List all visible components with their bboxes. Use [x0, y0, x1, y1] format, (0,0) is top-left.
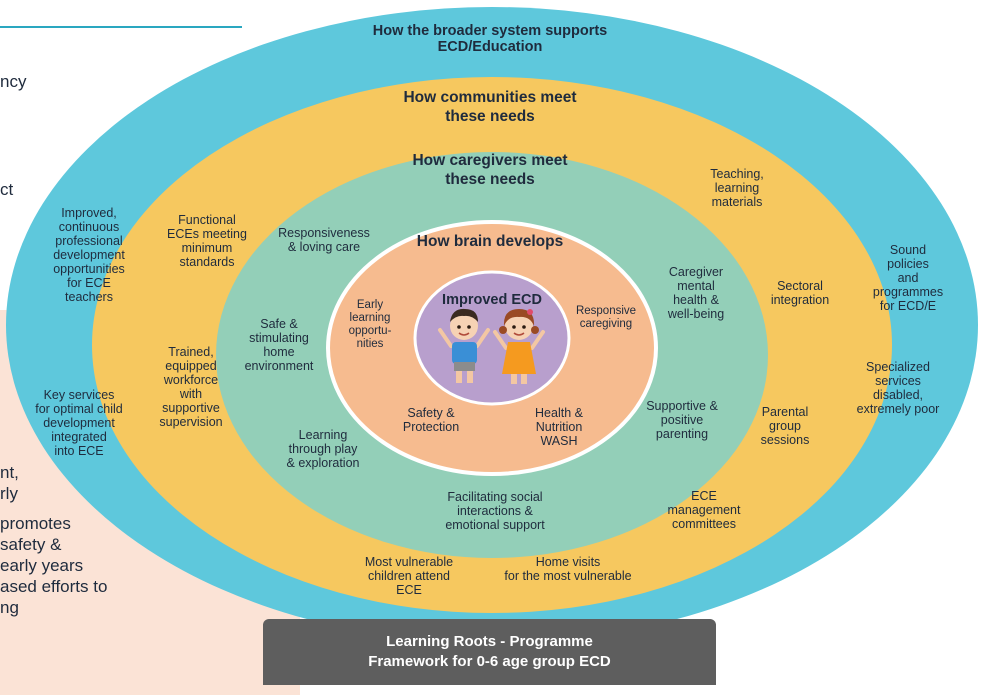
- outer-item-specialized-services: Specialized services disabled, extremely…: [856, 360, 940, 416]
- caregiver-item-safe-home: Safe & stimulating home environment: [244, 317, 314, 373]
- caregiver-item-social-interactions: Facilitating social interactions & emoti…: [445, 490, 545, 532]
- left-text-fragment: ct: [0, 180, 14, 199]
- brain-item-health-nutrition: Health & Nutrition WASH: [535, 406, 583, 448]
- left-text-fragment: nt,: [0, 463, 19, 482]
- left-text-fragment: rly: [0, 484, 18, 503]
- footer-line-1: Learning Roots - Programme: [386, 633, 593, 650]
- brain-item-safety-protection: Safety & Protection: [402, 406, 460, 434]
- community-item-home-visits: Home visits for the most vulnerable: [504, 555, 632, 583]
- brain-item-responsive-caregiving: Responsive caregiving: [575, 305, 637, 330]
- footer-caption-box: Learning Roots - Programme Framework for…: [263, 619, 716, 685]
- outer-item-professional-development: Improved, continuous professional develo…: [53, 206, 125, 304]
- brain-ring-title: How brain develops: [416, 233, 564, 250]
- footer-line-2: Framework for 0-6 age group ECD: [368, 653, 611, 670]
- brain-item-early-learning: Early learning opportu- nities: [348, 299, 392, 350]
- left-text-fragment: ncy: [0, 72, 27, 91]
- left-text-fragment: ng: [0, 598, 19, 617]
- community-item-teaching-materials: Teaching, learning materials: [710, 167, 764, 209]
- outer-item-sound-policies: Sound policies and programmes for ECD/E: [872, 243, 944, 313]
- caregiver-item-caregiver-health: Caregiver mental health & well-being: [667, 265, 725, 321]
- left-text-fragment: safety &: [0, 535, 62, 554]
- caregiver-item-responsiveness: Responsiveness & loving care: [278, 226, 370, 254]
- community-item-sectoral-integration: Sectoral integration: [770, 279, 830, 307]
- top-divider-line: [0, 26, 242, 28]
- left-text-fragment: promotes: [0, 514, 71, 533]
- caregiver-item-learning-play: Learning through play & exploration: [286, 428, 360, 470]
- girl-illustration: [493, 309, 545, 384]
- left-text-fragment: early years: [0, 556, 84, 575]
- outer-item-key-services: Key services for optimal child developme…: [35, 388, 123, 458]
- community-ring-title: How communities meet these needs: [403, 89, 577, 125]
- community-item-functional-eces: Functional ECEs meeting minimum standard…: [167, 213, 247, 269]
- community-item-parental-sessions: Parental group sessions: [760, 405, 810, 447]
- community-item-trained-workforce: Trained, equipped workforce with support…: [159, 345, 223, 429]
- left-text-fragment: ased efforts to: [0, 577, 108, 596]
- caregiver-item-supportive-parenting: Supportive & positive parenting: [646, 399, 718, 441]
- outer-ring-title: How the broader system supports ECD/Educ…: [372, 23, 608, 55]
- boy-illustration: [438, 308, 490, 383]
- community-item-ece-committees: ECE management committees: [667, 489, 741, 531]
- center-title: Improved ECD: [442, 292, 542, 308]
- caregiver-ring-title: How caregivers meet these needs: [412, 152, 568, 188]
- community-item-vulnerable-attend: Most vulnerable children attend ECE: [364, 555, 454, 597]
